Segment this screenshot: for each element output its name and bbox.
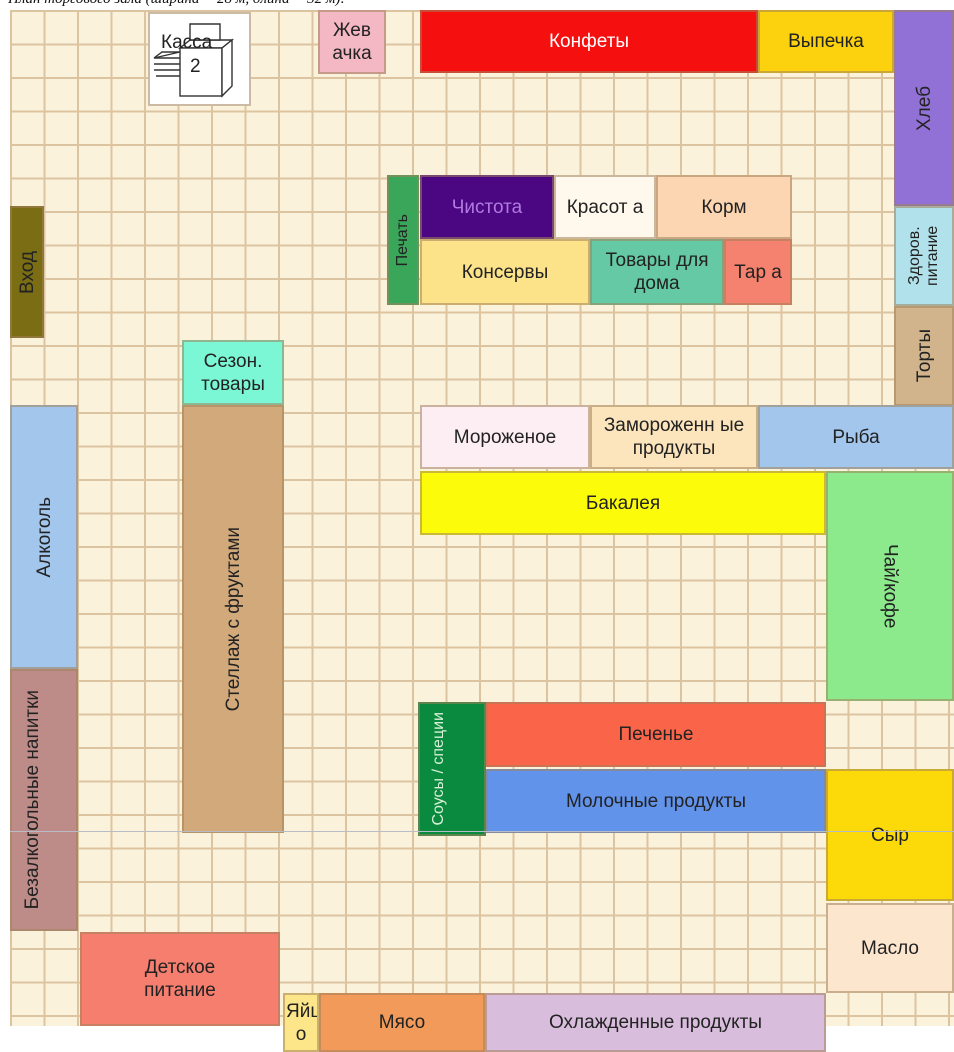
divider-line bbox=[10, 831, 954, 832]
zone-seasonal[interactable]: Сезон. товары bbox=[182, 340, 284, 405]
zone-chilled[interactable]: Охлажденные продукты bbox=[485, 993, 826, 1052]
zone-meat[interactable]: Мясо bbox=[319, 993, 485, 1052]
zone-dairy[interactable]: Молочные продукты bbox=[486, 769, 826, 833]
zone-entrance[interactable]: Вход bbox=[10, 206, 44, 338]
zone-cookies[interactable]: Печенье bbox=[486, 702, 826, 767]
zone-health-food[interactable]: Здоров. питание bbox=[894, 206, 954, 306]
zone-print[interactable]: Печать bbox=[387, 175, 419, 305]
zone-baby-food[interactable]: Детское питание bbox=[80, 932, 280, 1026]
zone-fruit-rack[interactable]: Стеллаж с фруктами bbox=[182, 405, 284, 833]
zone-clean[interactable]: Чистота bbox=[420, 175, 554, 239]
zone-eggs[interactable]: Яйц о bbox=[283, 993, 319, 1052]
plan-caption: План торгового зала (ширина = 28 м, длин… bbox=[8, 0, 708, 9]
zone-frozen[interactable]: Замороженн ые продукты bbox=[590, 405, 758, 469]
zone-packaging[interactable]: Тар а bbox=[724, 239, 792, 305]
zone-home-goods[interactable]: Товары для дома bbox=[590, 239, 724, 305]
checkout-2[interactable]: Касса 2 bbox=[148, 12, 251, 106]
zone-alcohol[interactable]: Алкоголь bbox=[10, 405, 78, 669]
zone-fish[interactable]: Рыба bbox=[758, 405, 954, 469]
zone-butter[interactable]: Масло bbox=[826, 903, 954, 993]
zone-grocery[interactable]: Бакалея bbox=[420, 471, 826, 535]
zone-bread[interactable]: Хлеб bbox=[894, 10, 954, 206]
zone-sauces[interactable]: Соусы / специи bbox=[418, 702, 486, 836]
zone-candy[interactable]: Конфеты bbox=[420, 10, 758, 73]
zone-cheese[interactable]: Сыр bbox=[826, 769, 954, 901]
zone-soft-drinks[interactable]: Безалкогольные напитки bbox=[10, 669, 78, 931]
checkout-label: Касса bbox=[161, 32, 213, 53]
zone-beauty[interactable]: Красот а bbox=[554, 175, 656, 239]
cash-register-icon bbox=[153, 23, 234, 98]
zone-cakes[interactable]: Торты bbox=[894, 306, 954, 406]
zone-feed[interactable]: Корм bbox=[656, 175, 792, 239]
zone-tea-coffee[interactable]: Чай/кофе bbox=[826, 471, 954, 701]
zone-canned[interactable]: Консервы bbox=[420, 239, 590, 305]
checkout-number: 2 bbox=[190, 56, 201, 77]
zone-gum[interactable]: Жев ачка bbox=[318, 10, 386, 74]
zone-bakery[interactable]: Выпечка bbox=[758, 10, 894, 73]
zone-ice-cream[interactable]: Мороженое bbox=[420, 405, 590, 469]
